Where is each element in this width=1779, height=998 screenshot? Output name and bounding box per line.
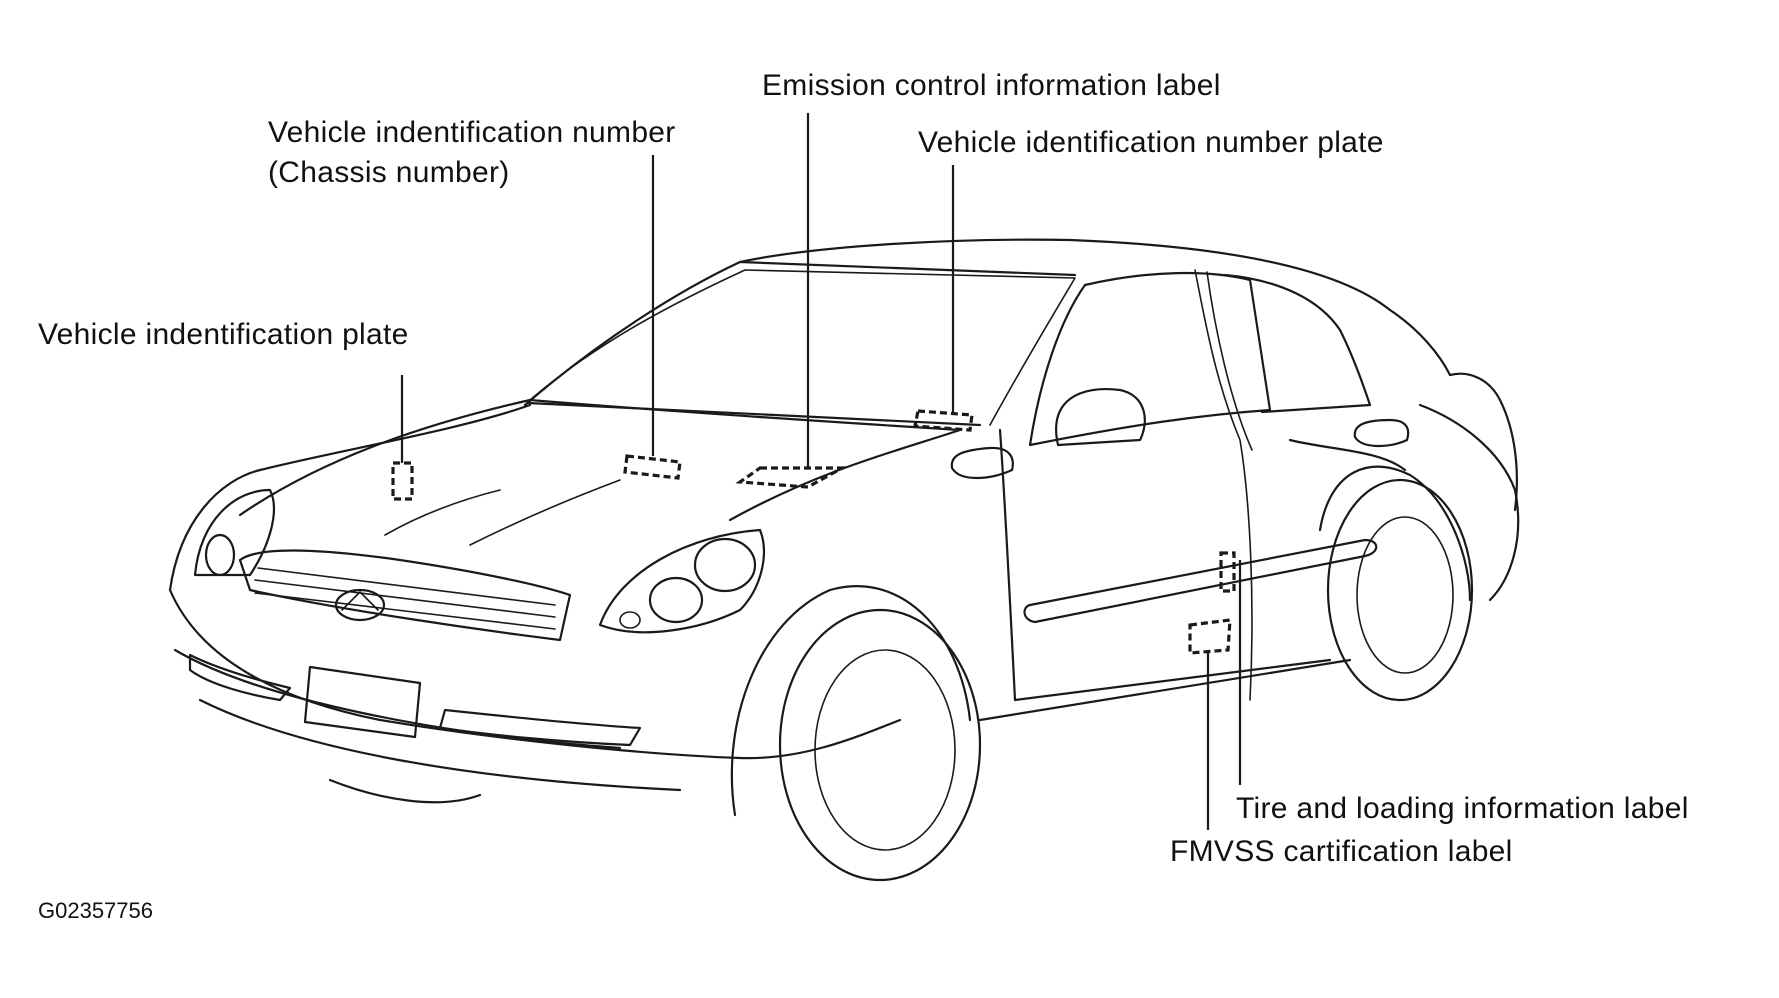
tire-loading-location-marker xyxy=(1219,551,1236,593)
label-vin-plate: Vehicle indentification plate xyxy=(38,318,409,351)
label-vin-number-plate: Vehicle identification number plate xyxy=(918,126,1384,159)
vin-plate-location-marker xyxy=(391,461,414,501)
vin-number-plate-location-marker xyxy=(913,409,974,432)
label-fmvss: FMVSS cartification label xyxy=(1170,835,1513,868)
fmvss-location-marker xyxy=(1188,618,1232,655)
emission-label-location-marker xyxy=(735,466,849,489)
vin-chassis-location-marker xyxy=(623,454,682,480)
label-tire-loading: Tire and loading information label xyxy=(1236,792,1689,825)
label-vin-chassis-line2: (Chassis number) xyxy=(268,156,510,189)
figure-code: G02357756 xyxy=(38,898,153,923)
label-vin-chassis-line1: Vehicle indentification number xyxy=(268,116,676,149)
label-emission: Emission control information label xyxy=(762,69,1221,102)
